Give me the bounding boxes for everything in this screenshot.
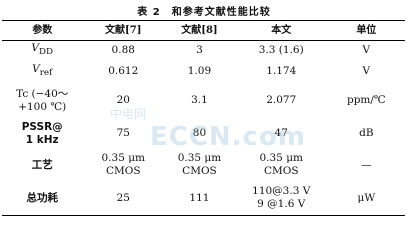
header-param: 参数 [2,20,83,41]
table-row: Vref 0.612 1.09 1.174 V [2,61,405,83]
cell-ref8: 0.35 μm CMOS [177,152,222,177]
cell-unit: — [361,158,372,171]
cell-ref7: 75 [116,127,130,139]
cell-unit: V [362,44,371,57]
cell-ref8: 3.1 [191,94,208,106]
cell-ref7: 0.88 [111,44,135,57]
param-tc: Tc (−40〜 +100 ℃) [16,87,69,113]
header-ref8: 文献[8] [164,20,235,41]
watermark-cn: 中电网 [110,107,147,121]
cell-this-work: 1.174 [266,65,297,77]
table-row: Tc (−40〜 +100 ℃) 20 3.1 2.077 ppm/℃ [2,83,405,119]
param-vdd: VDD [31,42,54,58]
cell-unit: V [362,65,371,77]
param-process: 工艺 [31,158,53,171]
header-unit: 单位 [327,20,405,41]
param-total-power: 总功耗 [2,181,83,216]
header-row: 参数 文献[7] 文献[8] 本文 单位 [2,20,405,41]
comparison-table: 参数 文献[7] 文献[8] 本文 单位 VDD 0.88 3 3.3 (1.6… [2,20,405,216]
cell-ref8: 111 [164,181,235,216]
cell-this-work: 0.35 μm CMOS [259,152,303,177]
cell-unit: ppm/℃ [346,94,386,106]
cell-unit: dB [359,127,374,139]
table-caption: 表 2 和参考文献性能比较 [137,7,271,18]
table-row: PSSR@ 1 kHz 75 80 47 dB [2,119,405,149]
header-this-work: 本文 [234,20,328,41]
cell-ref7: 0.35 μm CMOS [101,152,146,177]
cell-ref7: 25 [82,181,165,216]
header-ref7: 文献[7] [82,20,165,41]
cell-ref8: 1.09 [187,65,212,77]
table-row: 工艺 0.35 μm CMOS 0.35 μm CMOS 0.35 μm CMO… [2,149,405,182]
cell-this-work: 110@3.3 V 9 @1.6 V [234,181,328,216]
cell-this-work: 3.3 (1.6) [258,44,304,57]
cell-ref8: 80 [192,127,207,139]
cell-unit: μW [327,181,405,216]
cell-this-work: 47 [274,127,288,139]
table-row: 总功耗 25 111 110@3.3 V 9 @1.6 V μW [2,181,405,216]
cell-ref7: 20 [116,94,130,106]
param-vref: Vref [32,62,53,79]
cell-ref8: 3 [196,44,203,57]
cell-this-work: 2.077 [266,94,297,106]
table-row: VDD 0.88 3 3.3 (1.6) V [2,41,405,61]
param-psrr: PSSR@ 1 kHz [21,120,63,146]
cell-ref7: 0.612 [108,65,139,77]
